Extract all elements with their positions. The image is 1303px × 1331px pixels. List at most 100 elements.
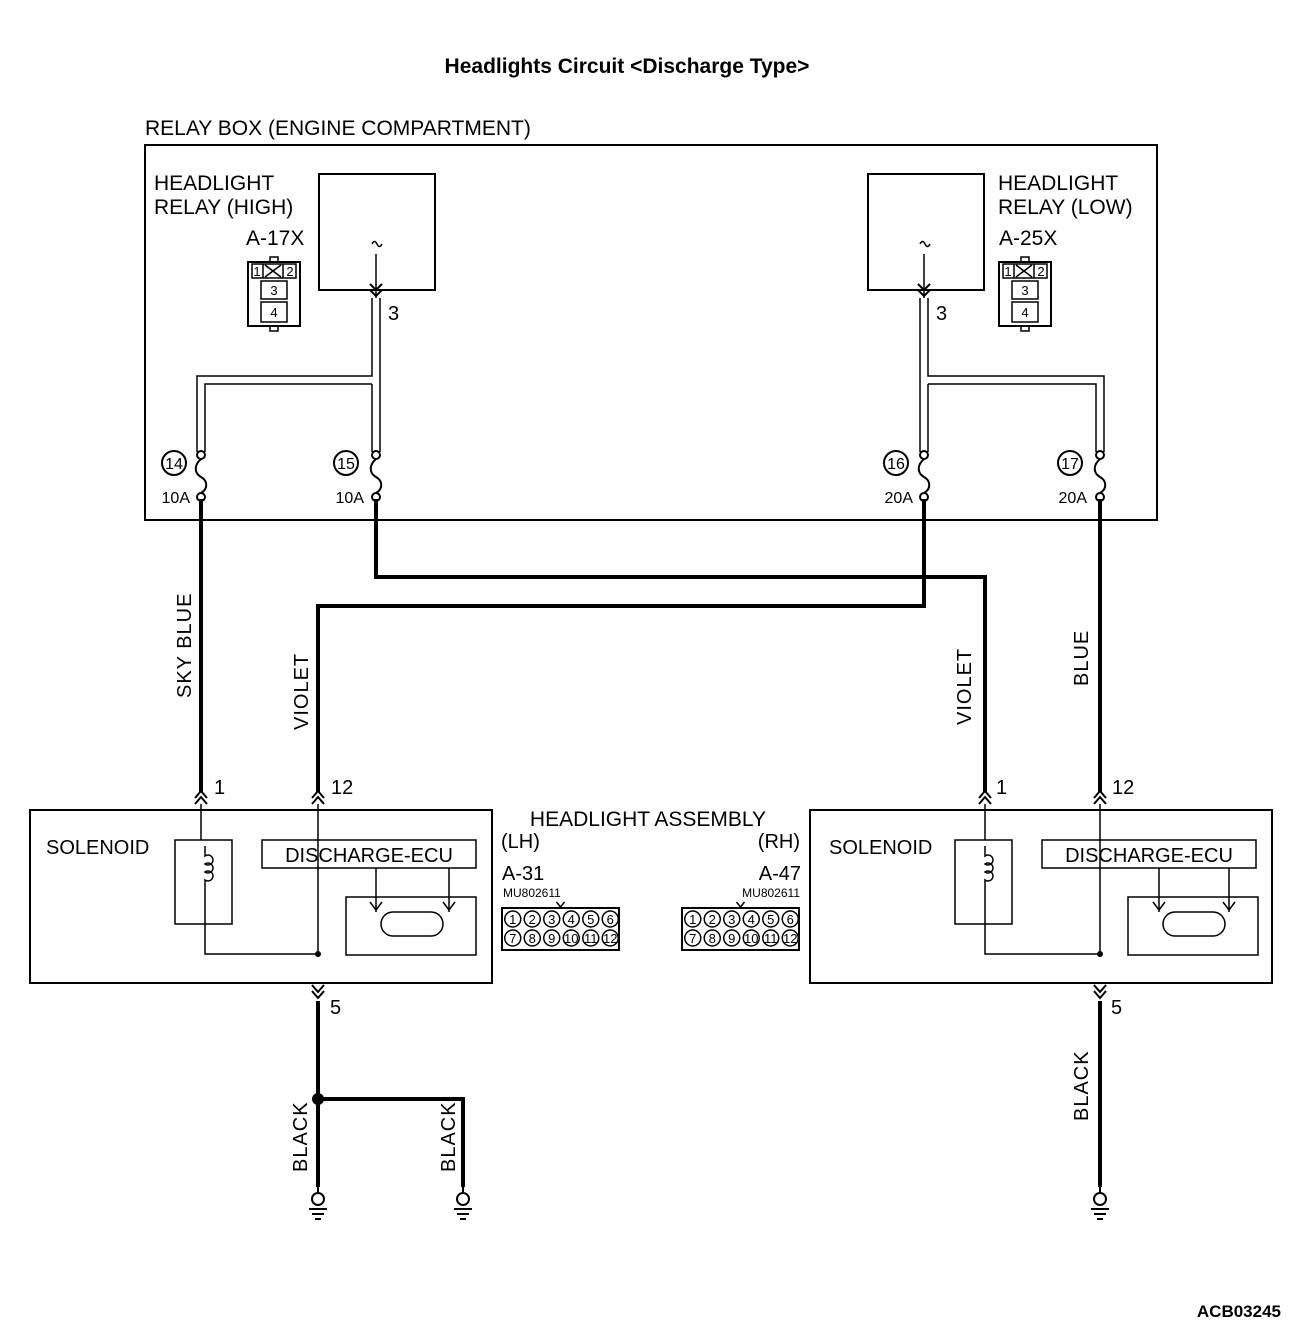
relay-low-label-2: RELAY (LOW) xyxy=(998,196,1133,219)
svg-text:1: 1 xyxy=(214,777,225,799)
svg-text:2: 2 xyxy=(286,264,293,279)
svg-text:12: 12 xyxy=(1112,777,1134,799)
connector-pin-label: 9 xyxy=(548,931,555,946)
connector-pin-label: 2 xyxy=(709,912,716,927)
lh-solenoid-box xyxy=(174,839,233,925)
svg-text:MU802611: MU802611 xyxy=(742,886,800,900)
connector-pin-label: 6 xyxy=(787,912,794,927)
connector-pin xyxy=(703,929,721,947)
wire-label-black-rh: BLACK xyxy=(1071,1050,1093,1121)
connector-pin xyxy=(601,929,619,947)
ground-symbol-1 xyxy=(308,1184,328,1220)
rh-discharge-bulb-icon xyxy=(1162,911,1226,937)
diagram-title: Headlights Circuit <Discharge Type> xyxy=(445,55,810,78)
relay-box xyxy=(144,144,1158,521)
connector-pin xyxy=(523,910,541,928)
wire-label-black-2: BLACK xyxy=(438,1101,460,1172)
svg-text:20A: 20A xyxy=(885,490,914,507)
svg-text:10A: 10A xyxy=(336,490,365,507)
relay-high-terminal: 3 xyxy=(388,303,399,325)
connector-pin-label: 3 xyxy=(548,912,555,927)
lh-discharge-ecu-box xyxy=(261,839,477,869)
harness-wires xyxy=(199,499,1102,1187)
connector-pin xyxy=(582,929,600,947)
connector-pin xyxy=(781,929,799,947)
svg-text:14: 14 xyxy=(165,456,183,473)
wire-label-violet-lh: VIOLET xyxy=(291,653,313,730)
lh-coil-icon xyxy=(203,846,214,924)
connector-pin-label: 7 xyxy=(509,931,516,946)
headlight-assembly-rh: 1 12 SOLENOID DISCHARGE-ECU 5 (RH) A-47 … xyxy=(742,777,1273,1019)
connector-pin xyxy=(742,929,760,947)
connector-pin-label: 3 xyxy=(728,912,735,927)
connector-pin xyxy=(723,910,741,928)
svg-text:15: 15 xyxy=(337,456,355,473)
fuse-14: 14 10A xyxy=(161,450,208,507)
connector-pin xyxy=(543,910,561,928)
connector-pin-label: 7 xyxy=(689,931,696,946)
connector-pin-label: 11 xyxy=(584,931,598,946)
connector-pin-label: 11 xyxy=(764,931,778,946)
svg-text:DISCHARGE-ECU: DISCHARGE-ECU xyxy=(1065,845,1233,867)
relay-box-internal-wiring xyxy=(196,298,1105,452)
headlight-relay-low: HEADLIGHT RELAY (LOW) A-25X 3 1 2 3 4 xyxy=(867,172,1133,332)
rh-solenoid-box xyxy=(954,839,1013,925)
connector-pin-label: 10 xyxy=(564,931,578,946)
svg-text:1: 1 xyxy=(1004,264,1011,279)
connector-pin-label: 12 xyxy=(603,931,617,946)
connector-pin xyxy=(781,910,799,928)
connector-pin xyxy=(562,910,580,928)
relay-low-connector: A-25X xyxy=(999,227,1057,250)
connector-pin-label: 1 xyxy=(689,912,696,927)
connector-pin xyxy=(562,929,580,947)
svg-text:4: 4 xyxy=(1021,305,1028,320)
connector-pin xyxy=(723,929,741,947)
connector-pin-label: 4 xyxy=(568,912,575,927)
wire-label-blue: BLUE xyxy=(1071,630,1093,686)
relay-low-terminal: 3 xyxy=(936,303,947,325)
connector-pin-label: 8 xyxy=(529,931,536,946)
connector-pin xyxy=(703,910,721,928)
svg-text:MU802611: MU802611 xyxy=(503,886,561,900)
connector-pin xyxy=(742,910,760,928)
svg-text:2: 2 xyxy=(1037,264,1044,279)
wire-violet-rh xyxy=(374,499,987,792)
headlight-assembly-lh: 1 12 SOLENOID DISCHARGE-ECU 5 (LH) A-31 … xyxy=(29,777,561,1019)
ground-symbol-2 xyxy=(453,1184,473,1220)
svg-text:DISCHARGE-ECU: DISCHARGE-ECU xyxy=(285,845,453,867)
svg-text:A-47: A-47 xyxy=(759,863,801,885)
connector-pin-label: 12 xyxy=(783,931,797,946)
connector-pin-label: 10 xyxy=(744,931,758,946)
figure-code: ACB03245 xyxy=(1197,1302,1281,1321)
relay-low-label-1: HEADLIGHT xyxy=(998,172,1118,195)
connector-pin xyxy=(684,929,702,947)
headlight-assembly-label: HEADLIGHT ASSEMBLY xyxy=(530,808,766,831)
wire-label-sky-blue: SKY BLUE xyxy=(174,593,196,698)
connector-pin xyxy=(543,929,561,947)
fuse-17: 17 20A xyxy=(1057,450,1107,507)
connector-pin xyxy=(762,929,780,947)
rh-coil-icon xyxy=(983,846,994,924)
svg-text:5: 5 xyxy=(330,997,341,1019)
connector-pin xyxy=(504,929,522,947)
connector-pin-label: 9 xyxy=(728,931,735,946)
svg-text:16: 16 xyxy=(887,456,905,473)
svg-text:12: 12 xyxy=(331,777,353,799)
fuse-16: 16 20A xyxy=(883,450,931,507)
connector-pin-label: 6 xyxy=(607,912,614,927)
fuse-15: 15 10A xyxy=(333,450,383,507)
svg-text:10A: 10A xyxy=(162,490,191,507)
connector-pin-label: 1 xyxy=(509,912,516,927)
headlight-relay-high: HEADLIGHT RELAY (HIGH) A-17X 3 1 2 3 4 xyxy=(154,172,436,332)
svg-text:1: 1 xyxy=(996,777,1007,799)
connector-pin xyxy=(684,910,702,928)
svg-text:4: 4 xyxy=(270,305,277,320)
relay-high-label-1: HEADLIGHT xyxy=(154,172,274,195)
relay-low-connector-face: 1 2 3 4 xyxy=(998,256,1052,332)
ground-symbol-3 xyxy=(1090,1184,1110,1220)
relay-box-label: RELAY BOX (ENGINE COMPARTMENT) xyxy=(145,117,531,140)
relay-high-connector-face: 1 2 3 4 xyxy=(247,256,301,332)
relay-high-connector: A-17X xyxy=(246,227,304,250)
